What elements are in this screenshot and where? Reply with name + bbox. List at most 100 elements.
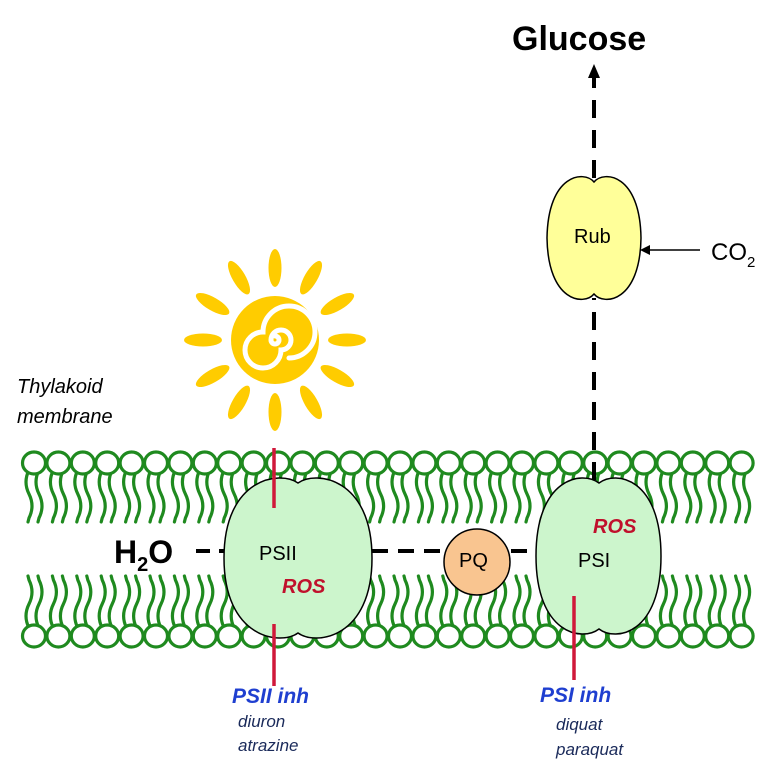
lipid-head	[362, 450, 389, 476]
water-label: H2O	[114, 534, 174, 576]
water-subscript: 2	[137, 554, 149, 576]
psi-inhibitor-label: PSI inh	[540, 684, 612, 707]
lipid-tail	[34, 574, 44, 630]
lipid-head	[655, 623, 682, 649]
lipid-tail	[512, 574, 522, 630]
lipid-head	[313, 450, 340, 476]
lipid-tail	[717, 468, 727, 524]
lipid-tail	[414, 468, 424, 524]
lipid-tail	[390, 574, 400, 630]
lipid-head	[728, 450, 755, 476]
rubisco-label: Rub	[574, 226, 611, 248]
sun-ray	[195, 292, 230, 316]
lipid-tail	[376, 574, 386, 630]
lipid-head	[460, 623, 487, 649]
lipid-head	[484, 450, 511, 476]
sun-ray	[268, 393, 282, 431]
lipid-tail	[400, 468, 410, 524]
lipid-head	[240, 450, 267, 476]
lipid-tail	[424, 574, 434, 630]
lipid-head	[191, 623, 218, 649]
lipid-head	[118, 623, 145, 649]
lipid-tail	[146, 574, 156, 630]
water-o: O	[148, 534, 174, 570]
sun-ray	[227, 385, 251, 420]
lipid-tail	[400, 574, 410, 630]
lipid-head	[94, 623, 121, 649]
sun-spiral	[242, 303, 318, 371]
lipid-tail	[97, 468, 107, 524]
lipid-tail	[195, 468, 205, 524]
pq-label: PQ	[459, 550, 488, 572]
lipid-tail	[73, 468, 83, 524]
lipid-tail	[24, 468, 34, 524]
lipid-head	[386, 450, 414, 476]
electron-flow-path	[196, 78, 596, 553]
lipid-head	[630, 623, 658, 649]
glucose-label: Glucose	[512, 20, 647, 58]
lipid-head	[289, 450, 316, 476]
lipid-tail	[132, 468, 142, 524]
sun-ray	[320, 364, 355, 388]
lipid-tail	[146, 468, 156, 524]
lipid-head	[69, 450, 96, 476]
lipid-head	[484, 623, 511, 649]
lipid-head	[606, 450, 633, 476]
psii-inhibitor-example: diuron	[238, 712, 286, 731]
lipid-head	[45, 623, 72, 649]
lipid-tail	[366, 468, 376, 524]
lipid-tail	[658, 574, 668, 630]
lipid-tail	[195, 574, 205, 630]
sun-ray	[195, 364, 230, 388]
lipid-head	[533, 623, 560, 649]
lipid-tail	[717, 574, 727, 630]
lipid-head	[167, 623, 194, 649]
glucose-arrowhead	[588, 64, 600, 78]
lipid-head	[94, 450, 121, 476]
sun-ray	[299, 260, 323, 295]
psi-shape	[535, 477, 662, 635]
sun-icon	[184, 249, 366, 431]
lipid-head	[20, 623, 48, 649]
lipid-tail	[58, 574, 68, 630]
lipid-tail	[366, 574, 376, 630]
lipid-head	[508, 623, 536, 649]
lipid-tail	[205, 574, 215, 630]
lipid-head	[142, 450, 170, 476]
sun-ray	[227, 260, 251, 295]
lipid-head	[118, 450, 145, 476]
lipid-tail	[732, 468, 742, 524]
psi-ros-label: ROS	[593, 516, 637, 538]
lipid-head	[191, 450, 218, 476]
lipid-tail	[439, 468, 449, 524]
lipid-heads-bottom	[20, 623, 755, 649]
sun-rays	[184, 249, 366, 431]
lipid-head	[411, 450, 438, 476]
lipid-head	[460, 450, 487, 476]
lipid-tail	[668, 574, 678, 630]
lipid-tail	[463, 468, 473, 524]
psii-inhibitor-label: PSII inh	[232, 685, 310, 708]
lipid-tail	[219, 468, 229, 524]
lipid-tail	[34, 468, 44, 524]
lipid-tail	[683, 468, 693, 524]
lipid-tail	[24, 574, 34, 630]
lipid-tail	[742, 468, 752, 524]
lipid-tail	[498, 468, 508, 524]
co2-arrowhead	[640, 245, 650, 255]
water-h: H	[114, 534, 138, 570]
lipid-tail	[424, 468, 434, 524]
lipid-head	[45, 450, 72, 476]
lipid-head	[508, 450, 536, 476]
lipid-tail	[48, 574, 58, 630]
psii-shape	[223, 477, 373, 639]
lipid-tail	[742, 574, 752, 630]
lipid-tail	[122, 574, 132, 630]
lipid-tail	[73, 574, 83, 630]
lipid-tail	[683, 574, 693, 630]
sun-ray	[299, 385, 323, 420]
psi-label: PSI	[578, 550, 611, 572]
lipid-tail	[693, 468, 703, 524]
co2-main: CO	[711, 239, 747, 266]
